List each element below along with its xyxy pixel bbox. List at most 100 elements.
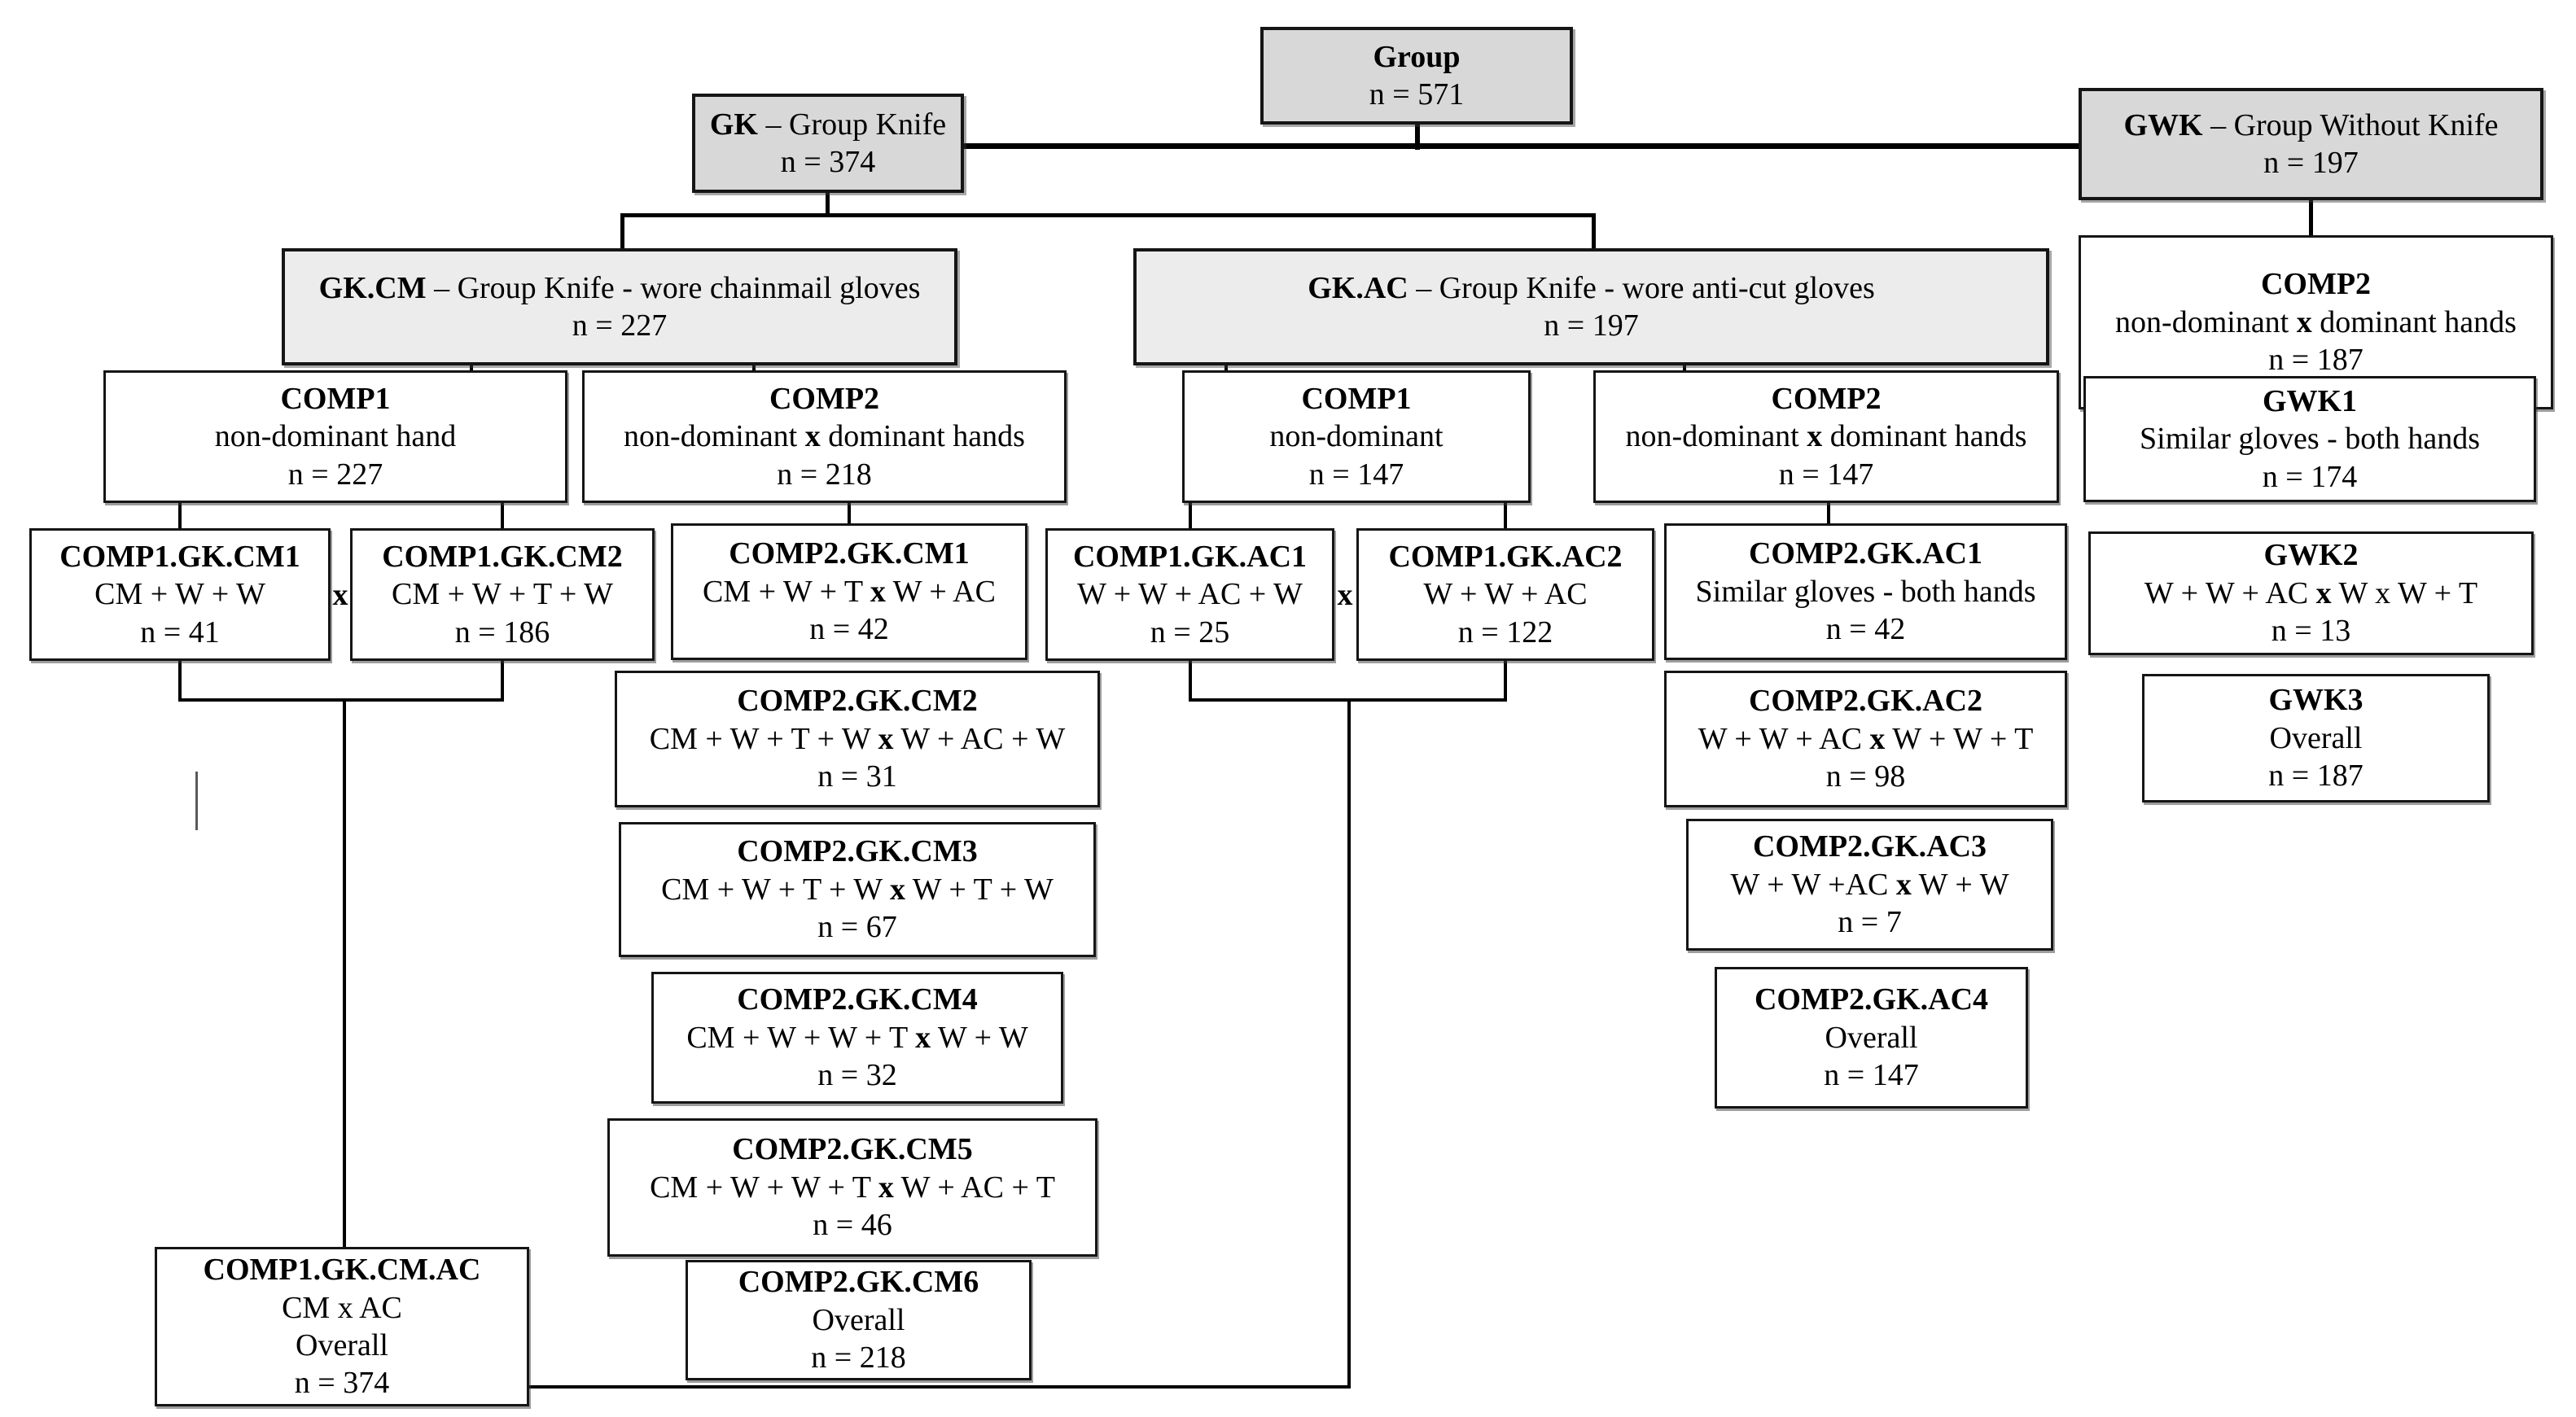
- connector-cm1-down: [178, 661, 182, 702]
- node-gwk1-line-0: GWK1: [2262, 383, 2358, 418]
- node-comp1-gk-ac-line-2: n = 147: [1308, 457, 1404, 492]
- node-comp2-gk-ac3-line-1: W + W +AC x W + W: [1730, 867, 2009, 902]
- node-comp2-gk-cm-line-2: n = 218: [777, 457, 872, 492]
- node-comp2-gk-ac3-line-0: COMP2.GK.AC3: [1752, 829, 1987, 864]
- node-gwk3-line-2: n = 187: [2268, 759, 2364, 794]
- connector-bottom-horizontal: [528, 1385, 1351, 1389]
- node-comp2-gk-cm3-line-2: n = 67: [817, 910, 897, 945]
- connector-comp1cm-cm2-stub: [501, 503, 504, 530]
- node-gk-ac: GK.AC – Group Knife - wore anti-cut glov…: [1133, 248, 2049, 365]
- connector-cm-comp2-stub: [752, 365, 756, 374]
- connector-gk-cm-stub: [620, 213, 624, 251]
- node-gwk2-line-2: n = 13: [2271, 614, 2351, 649]
- node-comp1-gk-cm-line-1: non-dominant hand: [214, 419, 457, 454]
- x-between-ac1-ac2: x: [1337, 578, 1353, 612]
- node-comp2-gwk-line-1: non-dominant x dominant hands: [2115, 304, 2517, 339]
- node-comp2-gk-ac1-line-0: COMP2.GK.AC1: [1748, 536, 1983, 571]
- connector-ac2-down: [1504, 661, 1507, 702]
- node-comp1-gk-cm-ac-line-2: Overall: [296, 1328, 388, 1362]
- connector-cm-comp1-stub: [470, 365, 473, 374]
- node-gwk3-line-0: GWK3: [2268, 683, 2364, 718]
- node-comp2-gk-ac-line-1: non-dominant x dominant hands: [1625, 419, 2027, 454]
- node-comp1-gk-cm1-line-0: COMP1.GK.CM1: [59, 539, 300, 574]
- node-comp1-gk-cm-ac-line-0: COMP1.GK.CM.AC: [203, 1253, 481, 1288]
- node-comp1-gk-cm-line-0: COMP1: [280, 381, 391, 416]
- node-comp2-gk-cm1-line-2: n = 42: [809, 612, 889, 647]
- node-group-line-1: n = 571: [1369, 77, 1465, 112]
- node-comp2-gk-cm2-line-2: n = 31: [817, 759, 897, 794]
- node-comp1-gk-cm2-line-1: CM + W + T + W: [392, 577, 613, 612]
- node-comp2-gk-cm-line-1: non-dominant x dominant hands: [624, 419, 1025, 454]
- node-comp2-gwk-line-0: COMP2: [2260, 267, 2372, 302]
- node-comp2-gk-ac3-line-2: n = 7: [1838, 905, 1902, 940]
- node-comp1-gk-cm-ac-line-1: CM x AC: [282, 1290, 402, 1325]
- node-gk-cm-line-1: n = 227: [572, 308, 668, 343]
- node-comp2-gk-cm5-line-1: CM + W + W + T x W + AC + T: [650, 1170, 1055, 1205]
- node-comp2-gk-cm4-line-0: COMP2.GK.CM4: [737, 982, 978, 1017]
- connector-cm-long-vertical: [343, 698, 346, 1249]
- node-comp2-gk-ac4-line-1: Overall: [1825, 1020, 1918, 1055]
- connector-gk-split-horizontal: [620, 213, 1596, 217]
- node-gwk3-line-1: Overall: [2269, 720, 2363, 755]
- node-gwk2-line-1: W + W + AC x W x W + T: [2144, 575, 2478, 610]
- node-comp2-gk-ac-line-0: COMP2: [1771, 381, 1882, 416]
- connector-comp2ac-ac1-stub: [1827, 503, 1830, 525]
- connector-comp1cm-cm1-stub: [178, 503, 182, 530]
- connector-ac-comp1-stub: [1224, 365, 1228, 374]
- connector-gk-stub: [826, 193, 830, 216]
- node-gk-cm: GK.CM – Group Knife - wore chainmail glo…: [282, 248, 957, 365]
- node-comp2-gk-ac2-line-1: W + W + AC x W + W + T: [1698, 721, 2034, 756]
- connector-comp1ac-ac1-stub: [1189, 503, 1192, 530]
- node-comp2-gk-ac2-line-2: n = 98: [1825, 759, 1906, 794]
- connector-comp2cm-cm1-stub: [848, 503, 851, 525]
- node-comp2-gk-cm1-line-1: CM + W + T x W + AC: [703, 574, 996, 609]
- connector-gwk-stub: [2309, 200, 2313, 238]
- connector-trunk-horizontal: [964, 143, 2079, 149]
- node-gk-line-0: GK – Group Knife: [709, 107, 947, 142]
- node-comp2-gk-cm2-line-1: CM + W + T + W x W + AC + W: [649, 721, 1066, 756]
- node-comp2-gk-ac2-line-0: COMP2.GK.AC2: [1748, 684, 1983, 719]
- node-comp1-gk-cm1-line-2: n = 41: [140, 614, 220, 649]
- node-gk-ac-line-1: n = 197: [1544, 308, 1639, 343]
- connector-ac1-down: [1189, 661, 1192, 702]
- node-comp2-gk-cm6-line-0: COMP2.GK.CM6: [738, 1265, 979, 1300]
- node-comp1-gk-ac1-line-0: COMP1.GK.AC1: [1072, 539, 1308, 574]
- node-comp2-gk-cm4-line-1: CM + W + W + T x W + W: [686, 1020, 1028, 1055]
- node-comp2-gwk-line-2: n = 187: [2268, 343, 2364, 378]
- node-gwk1-line-2: n = 174: [2262, 459, 2358, 494]
- node-comp1-gk-ac1-line-1: W + W + AC + W: [1077, 577, 1303, 612]
- node-gwk1-line-1: Similar gloves - both hands: [2140, 422, 2480, 457]
- connector-cm2-down: [501, 661, 504, 702]
- node-comp1-gk-cm1-line-1: CM + W + W: [94, 577, 265, 612]
- node-comp2-gk-cm1-line-0: COMP2.GK.CM1: [729, 536, 970, 571]
- node-comp1-gk-ac1-line-2: n = 25: [1150, 614, 1230, 649]
- node-gk-ac-line-0: GK.AC – Group Knife - wore anti-cut glov…: [1308, 270, 1875, 305]
- node-comp2-gk-cm6-line-1: Overall: [812, 1302, 905, 1337]
- node-gk-cm-line-0: GK.CM – Group Knife - wore chainmail glo…: [318, 270, 921, 305]
- connector-stray-mark: [195, 772, 198, 830]
- node-gk-line-1: n = 374: [780, 145, 876, 179]
- node-comp1-gk-ac2-line-1: W + W + AC: [1423, 577, 1588, 612]
- node-comp2-gk-ac-line-2: n = 147: [1778, 457, 1874, 492]
- node-comp2-gk-ac1-line-1: Similar gloves - both hands: [1695, 574, 2036, 609]
